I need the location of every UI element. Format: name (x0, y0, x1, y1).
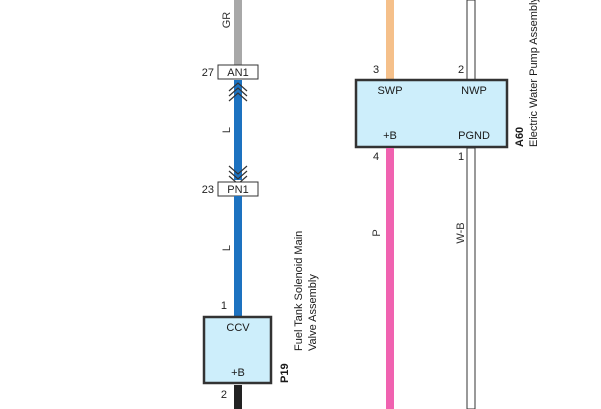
a60-name-line1: Electric Water Pump Assembly (528, 0, 540, 147)
wire-wb-top (466, 0, 476, 81)
wire-label-gr: GR (221, 12, 233, 29)
wire-orange (386, 0, 394, 80)
a60-pin-bottom-right: 1 (458, 151, 464, 163)
a60-terminal-nwp: NWP (461, 85, 487, 97)
p19-terminal-ccv: CCV (226, 322, 250, 334)
wire-label-wb: W-B (455, 222, 467, 243)
a60-terminal-swp: SWP (377, 85, 402, 97)
p19-pin-bottom: 2 (221, 389, 227, 401)
connector-an1 (217, 64, 259, 80)
wire-l-upper (234, 80, 242, 180)
p19-name-line1: Fuel Tank Solenoid Main (293, 231, 305, 351)
wire-label-p: P (371, 229, 383, 236)
wire-pink (386, 148, 394, 409)
connector-pn1-label: PN1 (227, 184, 248, 196)
connector-an1-label: AN1 (227, 67, 248, 79)
a60-pin-bottom-left: 4 (373, 151, 379, 163)
connector-pn1-pin: 23 (202, 184, 214, 196)
wire-label-l-upper: L (221, 127, 233, 133)
p19-code: P19 (279, 363, 291, 383)
p19-component-box (202, 315, 273, 385)
a60-code: A60 (514, 127, 526, 147)
a60-pin-top-right: 2 (458, 64, 464, 76)
wire-gr (234, 0, 242, 66)
connector-an1-chevron-icon (228, 82, 248, 102)
wire-l-lower (234, 196, 242, 317)
a60-terminal-b: +B (383, 130, 397, 142)
p19-terminal-b: +B (231, 367, 245, 379)
a60-pin-top-left: 3 (373, 64, 379, 76)
wire-label-l-lower: L (221, 245, 233, 251)
p19-name-line2: Valve Assembly (307, 274, 319, 351)
wire-wb-bottom (466, 147, 476, 409)
connector-an1-pin: 27 (202, 67, 214, 79)
p19-pin-top: 1 (221, 300, 227, 312)
wire-black (234, 385, 242, 409)
a60-component-box (354, 78, 509, 149)
a60-terminal-pgnd: PGND (458, 130, 490, 142)
